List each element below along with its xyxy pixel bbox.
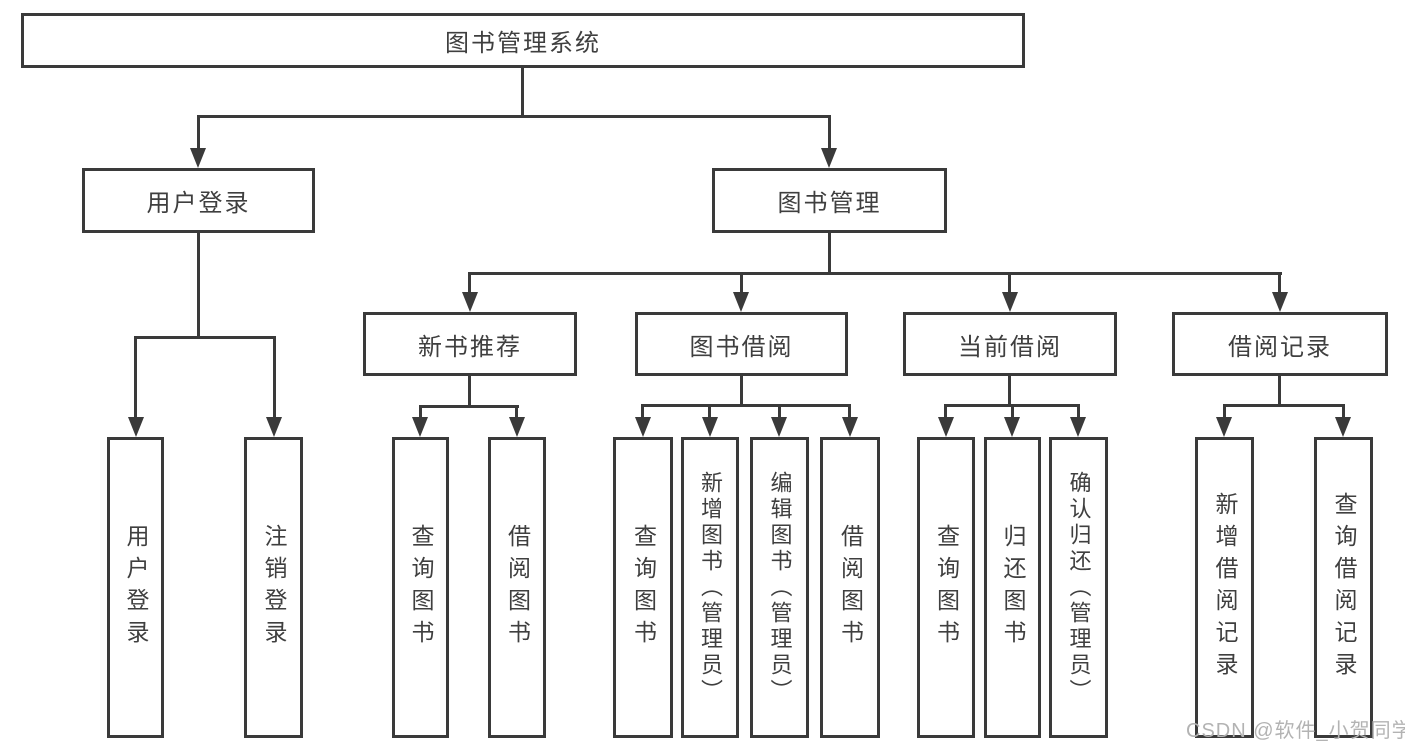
connector-line: [1223, 404, 1345, 407]
arrowhead-down: [1070, 417, 1086, 437]
node-records-query-record: 查询借阅记录: [1314, 437, 1373, 738]
node-library-system: 图书管理系统: [21, 13, 1025, 68]
node-recommend-borrow-book: 借阅图书: [488, 437, 546, 738]
arrowhead-down: [509, 417, 525, 437]
node-borrow-query-book: 查询图书: [613, 437, 673, 738]
connector-line: [641, 404, 851, 407]
arrowhead-down: [1272, 292, 1288, 312]
connector-line: [1008, 272, 1011, 295]
connector-line: [1223, 404, 1226, 417]
arrowhead-down: [771, 417, 787, 437]
arrowhead-down: [266, 417, 282, 437]
arrowhead-down: [1335, 417, 1351, 437]
connector-line: [944, 404, 947, 417]
node-borrow-add-book-admin: 新增图书（管理员）: [681, 437, 739, 738]
node-current-confirm-return-admin: 确认归还（管理员）: [1049, 437, 1108, 738]
connector-line: [419, 405, 422, 417]
node-borrow-records: 借阅记录: [1172, 312, 1388, 376]
node-new-book-recommend: 新书推荐: [363, 312, 577, 376]
connector-line: [419, 405, 519, 408]
node-logout: 注销登录: [244, 437, 303, 738]
connector-line: [740, 376, 743, 407]
connector-line: [740, 272, 743, 295]
node-user-login: 用户登录: [82, 168, 315, 233]
arrowhead-down: [733, 292, 749, 312]
node-login: 用户登录: [107, 437, 164, 738]
connector-line: [197, 233, 200, 339]
node-borrow-edit-book-admin: 编辑图书（管理员）: [750, 437, 809, 738]
arrowhead-down: [635, 417, 651, 437]
connector-line: [468, 272, 471, 295]
connector-line: [848, 404, 851, 417]
node-recommend-query-book: 查询图书: [392, 437, 449, 738]
connector-line: [641, 404, 644, 417]
connector-line: [273, 336, 276, 417]
connector-line: [828, 115, 831, 148]
node-book-management: 图书管理: [712, 168, 947, 233]
connector-line: [134, 336, 137, 417]
connector-line: [778, 404, 781, 417]
arrowhead-down: [702, 417, 718, 437]
arrowhead-down: [938, 417, 954, 437]
arrowhead-down: [842, 417, 858, 437]
node-borrow-borrow-book: 借阅图书: [820, 437, 880, 738]
node-current-return-book: 归还图书: [984, 437, 1041, 738]
connector-line: [708, 404, 711, 417]
connector-line: [515, 405, 518, 417]
connector-line: [521, 68, 524, 118]
connector-line: [1342, 404, 1345, 417]
node-book-borrow: 图书借阅: [635, 312, 848, 376]
node-records-add-record: 新增借阅记录: [1195, 437, 1254, 738]
arrowhead-down: [821, 148, 837, 168]
arrowhead-down: [1004, 417, 1020, 437]
connector-line: [197, 115, 831, 118]
arrowhead-down: [1216, 417, 1232, 437]
connector-line: [469, 272, 1282, 275]
arrowhead-down: [412, 417, 428, 437]
connector-line: [1278, 272, 1281, 295]
node-current-query-book: 查询图书: [917, 437, 975, 738]
connector-line: [197, 115, 200, 148]
connector-line: [468, 376, 471, 408]
connector-line: [828, 233, 831, 275]
node-current-borrow: 当前借阅: [903, 312, 1117, 376]
connector-line: [1278, 376, 1281, 407]
connector-line: [1077, 404, 1080, 417]
arrowhead-down: [190, 148, 206, 168]
arrowhead-down: [1002, 292, 1018, 312]
connector-line: [134, 336, 276, 339]
arrowhead-down: [462, 292, 478, 312]
csdn-watermark: CSDN @软件_小贺同学: [1186, 720, 1405, 742]
connector-line: [1008, 376, 1011, 407]
arrowhead-down: [128, 417, 144, 437]
connector-line: [1011, 404, 1014, 417]
